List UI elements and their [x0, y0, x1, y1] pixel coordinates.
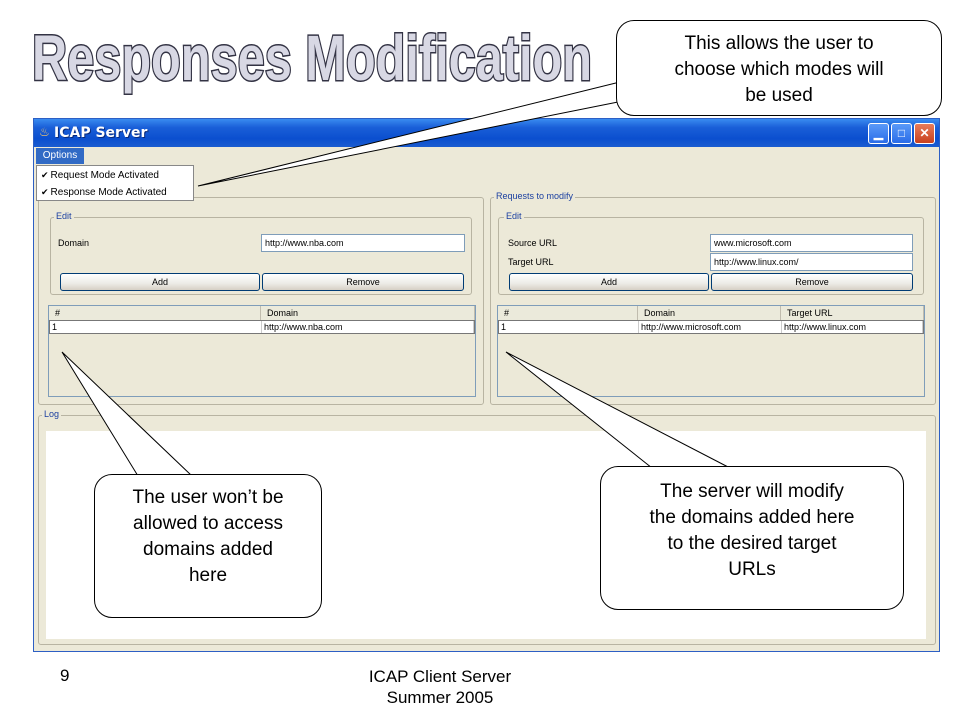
left-add-button[interactable]: Add: [60, 273, 260, 291]
callout-line: URLs: [728, 559, 776, 580]
callout-line: The server will modify: [660, 481, 844, 502]
source-url-input[interactable]: www.microsoft.com: [710, 234, 913, 252]
menu-item-label: Response Mode Activated: [50, 187, 167, 198]
minimize-button[interactable]: ▁: [868, 123, 889, 144]
table-cell: http://www.nba.com: [262, 321, 474, 333]
table-row[interactable]: 1 http://www.microsoft.com http://www.li…: [498, 320, 924, 334]
window-title: ICAP Server: [54, 125, 148, 141]
checkmark-icon: ✔: [41, 187, 49, 197]
menu-options[interactable]: Options: [36, 148, 84, 164]
close-button[interactable]: ✕: [914, 123, 935, 144]
callout-line: here: [188, 565, 228, 586]
callout-line: allowed to access: [133, 513, 283, 534]
right-add-button[interactable]: Add: [509, 273, 709, 291]
column-header-number[interactable]: #: [498, 306, 638, 320]
options-dropdown: ✔Request Mode Activated ✔Response Mode A…: [36, 165, 194, 201]
left-remove-button[interactable]: Remove: [262, 273, 464, 291]
table-row[interactable]: 1 http://www.nba.com: [49, 320, 475, 334]
maximize-icon: □: [897, 126, 906, 140]
column-header-number[interactable]: #: [49, 306, 261, 320]
log-group: [38, 415, 936, 645]
modify-requests-table: # Domain Target URL 1 http://www.microso…: [497, 305, 925, 397]
blocked-domains-group: [38, 197, 484, 405]
menu-item-request-mode[interactable]: ✔Request Mode Activated: [41, 167, 159, 183]
callout-line: The user won’t be: [132, 487, 284, 508]
minimize-icon: ▁: [873, 126, 884, 140]
log-label: Log: [42, 409, 62, 419]
menu-item-label: Request Mode Activated: [50, 170, 159, 181]
checkmark-icon: ✔: [41, 170, 49, 180]
table-cell: http://www.microsoft.com: [639, 321, 782, 333]
footer-line: Summer 2005: [386, 688, 494, 707]
table-cell: 1: [50, 321, 262, 333]
slide-title: Responses Modification: [31, 21, 594, 96]
source-url-label: Source URL: [508, 238, 558, 248]
column-header-domain[interactable]: Domain: [261, 306, 475, 320]
maximize-button[interactable]: □: [891, 123, 912, 144]
column-header-domain[interactable]: Domain: [638, 306, 781, 320]
target-url-label: Target URL: [508, 257, 554, 267]
blocked-domains-callout: The user won’t be allowed to access doma…: [94, 474, 322, 618]
slide-title-text: Responses Modification: [32, 22, 592, 94]
modify-domains-callout: The server will modify the domains added…: [600, 466, 904, 610]
right-edit-label: Edit: [504, 211, 524, 221]
menubar: Options: [34, 147, 939, 165]
callout-line: the domains added here: [649, 507, 855, 528]
requests-to-modify-label: Requests to modify: [494, 191, 576, 201]
callout-line: This allows the user to: [684, 33, 874, 54]
table-cell: 1: [499, 321, 639, 333]
callout-line: choose which modes will: [674, 59, 884, 80]
left-edit-group: [50, 217, 472, 295]
page-number: 9: [60, 666, 70, 685]
domain-input[interactable]: http://www.nba.com: [261, 234, 465, 252]
right-remove-button[interactable]: Remove: [711, 273, 913, 291]
callout-line: domains added: [143, 539, 273, 560]
footer-line: ICAP Client Server: [368, 667, 512, 686]
target-url-input[interactable]: http://www.linux.com/: [710, 253, 913, 271]
right-edit-group: [498, 217, 924, 295]
java-cup-icon: ♨: [39, 125, 50, 139]
left-edit-label: Edit: [54, 211, 74, 221]
callout-line: be used: [745, 85, 813, 106]
blocked-domains-table: # Domain 1 http://www.nba.com: [48, 305, 476, 397]
window-titlebar[interactable]: ♨ ICAP Server ▁ □ ✕: [34, 119, 939, 147]
table-cell: http://www.linux.com: [782, 321, 923, 333]
column-header-target-url[interactable]: Target URL: [781, 306, 924, 320]
close-icon: ✕: [919, 126, 930, 140]
modes-callout: This allows the user to choose which mod…: [616, 20, 942, 116]
footer-text: ICAP Client Server Summer 2005: [330, 666, 550, 708]
callout-line: to the desired target: [667, 533, 837, 554]
menu-item-response-mode[interactable]: ✔Response Mode Activated: [41, 184, 167, 200]
domain-label: Domain: [58, 238, 90, 248]
